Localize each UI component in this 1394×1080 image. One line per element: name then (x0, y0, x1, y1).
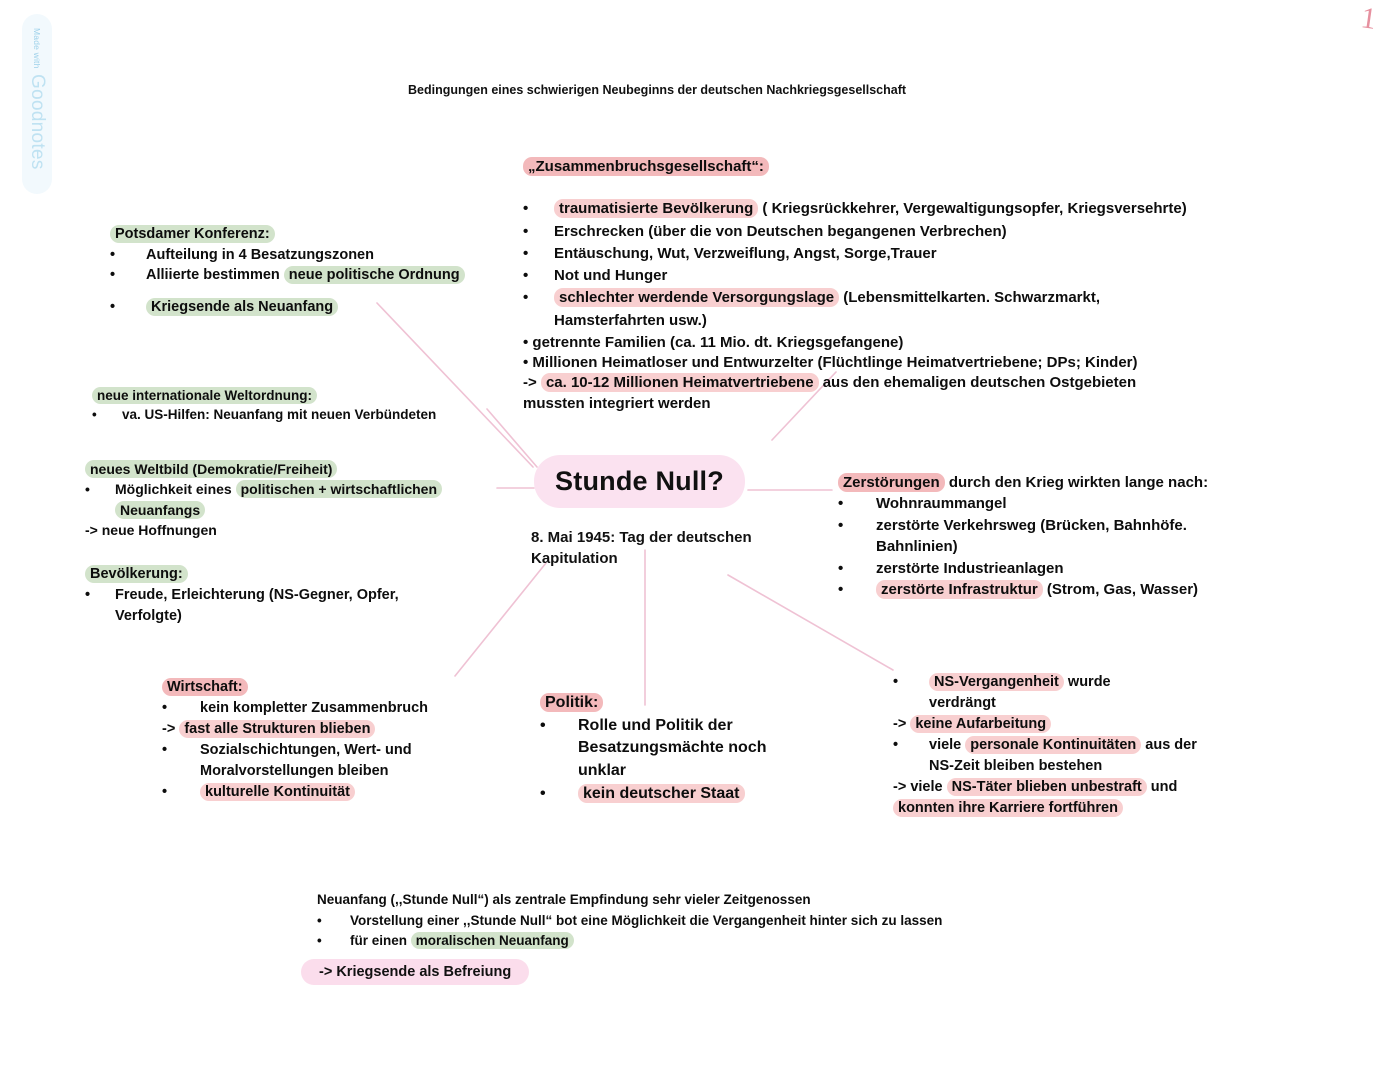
list-item-continuation: Neuanfangs (85, 500, 515, 520)
list-item: • traumatisierte Bevölkerung ( Kriegsrüc… (523, 199, 1187, 219)
node-potsdamer-konferenz: Potsdamer Konferenz: • Aufteilung in 4 B… (110, 224, 520, 317)
list-item: • Not und Hunger (523, 267, 668, 284)
list-item: • Alliierte bestimmen neue politische Or… (110, 265, 520, 286)
weltordnung-heading: neue internationale Weltordnung: (92, 386, 512, 405)
hl-kriegsende-als-neuanfang: Kriegsende als Neuanfang (146, 297, 339, 316)
list-item: • kulturelle Kontinuität (162, 782, 502, 803)
hl-personale-kontinuitaeten: personale Kontinuitäten (965, 736, 1142, 755)
list-item: • Aufteilung in 4 Besatzungszonen (110, 246, 374, 263)
hl-kulturelle-kontinuitaet: kulturelle Kontinuität (200, 783, 355, 802)
center-node-title: Stunde Null? (555, 466, 724, 496)
list-item: • zerstörte Verkehrsweg (Brücken, Bahnhö… (838, 516, 1187, 534)
list-item: • Sozialschichtungen, Wert- und (162, 742, 412, 759)
list-item-continuation: Moralvorstellungen bleiben (200, 763, 389, 780)
list-item: • Wohnraummangel (838, 495, 1007, 513)
center-node-stunde-null[interactable]: Stunde Null? (534, 455, 745, 508)
hl-traumatisierte-bevoelkerung: traumatisierte Bevölkerung (554, 199, 759, 219)
node-neue-internationale-weltordnung: neue internationale Weltordnung: • va. U… (92, 386, 512, 424)
node-bevoelkerung: Bevölkerung: • Freude, Erleichterung (NS… (85, 564, 485, 627)
goodnotes-badge: Made with Goodnotes (22, 14, 52, 194)
node-kriegsende-als-befreiung: -> Kriegsende als Befreiung (301, 959, 530, 985)
list-item: • zerstörte Industrieanlagen (838, 559, 1064, 577)
list-item-continuation: unklar (578, 762, 627, 780)
conclusion-line: -> fast alle Strukturen blieben (162, 719, 502, 740)
hl-keine-aufarbeitung: keine Aufarbeitung (910, 715, 1052, 734)
conclusion-line: -> keine Aufarbeitung (893, 714, 1273, 735)
conclusion-line-3: konnten ihre Karriere fortführen (893, 798, 1273, 819)
list-item: • Rolle und Politik der (540, 716, 733, 734)
hl-fast-alle-strukturen: fast alle Strukturen blieben (179, 720, 376, 739)
list-item: • für einen moralischen Neuanfang (317, 931, 1077, 952)
hl-heimatvertriebene: ca. 10-12 Millionen Heimatvertriebene (540, 373, 819, 393)
list-item: • Erschrecken (über die von Deutschen be… (523, 222, 1007, 240)
hl-karriere-fortfuehren: konnten ihre Karriere fortführen (893, 799, 1123, 818)
node-ns-vergangenheit: • NS-Vergangenheit wurde verdrängt -> ke… (893, 672, 1273, 819)
badge-made-with-label: Made with (32, 28, 42, 69)
conclusion-line: -> ca. 10-12 Millionen Heimatvertriebene… (523, 373, 1137, 393)
hl-kein-deutscher-staat: kein deutscher Staat (578, 783, 745, 803)
list-item: • Kriegsende als Neuanfang (110, 297, 520, 318)
list-item: • Millionen Heimatloser und Entwurzelter… (523, 354, 1138, 371)
hl-versorgungslage: schlechter werdende Versorgungslage (554, 288, 840, 308)
weltbild-heading: neues Weltbild (Demokratie/Freiheit) (85, 459, 515, 479)
list-item-continuation: NS-Zeit bleiben bestehen (929, 758, 1103, 775)
list-item: • NS-Vergangenheit wurde (893, 673, 1111, 691)
list-item: • zerstörte Infrastruktur (Strom, Gas, W… (838, 580, 1199, 600)
list-item: • va. US-Hilfen: Neuanfang mit neuen Ver… (92, 407, 437, 423)
hl-ns-vergangenheit: NS-Vergangenheit (929, 673, 1064, 691)
hl-neuanfangs: Neuanfangs (115, 500, 206, 519)
list-item: • schlechter werdende Versorgungslage (L… (523, 288, 1101, 308)
list-item: • Freude, Erleichterung (NS-Gegner, Opfe… (85, 587, 399, 604)
node-zusammenbruchsgesellschaft: „Zusammenbruchsgesellschaft“: • traumati… (523, 157, 1313, 414)
list-item: • Vorstellung einer ,,Stunde Null“ bot e… (317, 912, 943, 928)
hl-politisch-wirtschaftlich: politischen + wirtschaftlichen (235, 480, 443, 499)
politik-heading: Politik: (540, 692, 840, 715)
node-bottom-summary: Neuanfang (,,Stunde Null“) als zentrale … (317, 890, 1077, 952)
hl-neue-politische-ordnung: neue politische Ordnung (283, 266, 465, 285)
list-item-continuation: Verfolgte) (115, 608, 182, 625)
potsdam-heading: Potsdamer Konferenz: (110, 224, 520, 245)
hl-ns-taeter-unbestraft: NS-Täter blieben unbestraft (946, 778, 1147, 797)
hl-zerstoerungen: Zerstörungen (838, 473, 945, 492)
badge-app-name: Goodnotes (27, 73, 48, 170)
wirtschaft-heading: Wirtschaft: (162, 677, 502, 698)
list-item: • Entäuschung, Wut, Verzweiflung, Angst,… (523, 244, 937, 262)
spacer (110, 286, 520, 297)
list-item: • viele personale Kontinuitäten aus der (893, 736, 1197, 755)
list-item: • getrennte Familien (ca. 11 Mio. dt. Kr… (523, 333, 904, 351)
list-item-continuation: Hamsterfahrten usw.) (554, 311, 707, 329)
befreiung-chip-label: -> Kriegsende als Befreiung (301, 959, 530, 985)
line-potsdam (376, 302, 534, 468)
hl-zerstoerte-infrastruktur: zerstörte Infrastruktur (876, 580, 1043, 600)
list-item-continuation: Besatzungsmächte noch (578, 739, 767, 757)
node-neues-weltbild: neues Weltbild (Demokratie/Freiheit) • M… (85, 459, 515, 540)
list-item: • Möglichkeit eines politischen + wirtsc… (85, 479, 515, 499)
conclusion-line-2: mussten integriert werden (523, 394, 711, 412)
zusammenbruch-heading: „Zusammenbruchsgesellschaft“: (523, 157, 1313, 177)
list-item-continuation: Bahnlinien) (876, 538, 958, 556)
page-title: Bedingungen eines schwierigen Neubeginns… (408, 83, 907, 97)
hl-moralischer-neuanfang: moralischen Neuanfang (410, 932, 574, 950)
page-number: 1 (1358, 1, 1379, 36)
list-item-continuation: verdrängt (929, 695, 996, 712)
center-node-subtitle: 8. Mai 1945: Tag der deutschen Kapitulat… (531, 529, 752, 567)
conclusion-line: -> neue Hoffnungen (85, 521, 217, 538)
list-item: • kein deutscher Staat (540, 783, 840, 806)
node-wirtschaft: Wirtschaft: • kein kompletter Zusammenbr… (162, 677, 502, 803)
zerstoerungen-heading: Zerstörungen durch den Krieg wirkten lan… (838, 472, 1288, 493)
node-politik: Politik: • Rolle und Politik der Besatzu… (540, 692, 840, 806)
bevoelkerung-heading: Bevölkerung: (85, 564, 485, 585)
conclusion-line-2: -> viele NS-Täter blieben unbestraft und (893, 778, 1178, 797)
list-item: • kein kompletter Zusammenbruch (162, 700, 429, 717)
node-zerstoerungen: Zerstörungen durch den Krieg wirkten lan… (838, 472, 1288, 601)
bottom-heading: Neuanfang (,,Stunde Null“) als zentrale … (317, 892, 811, 907)
